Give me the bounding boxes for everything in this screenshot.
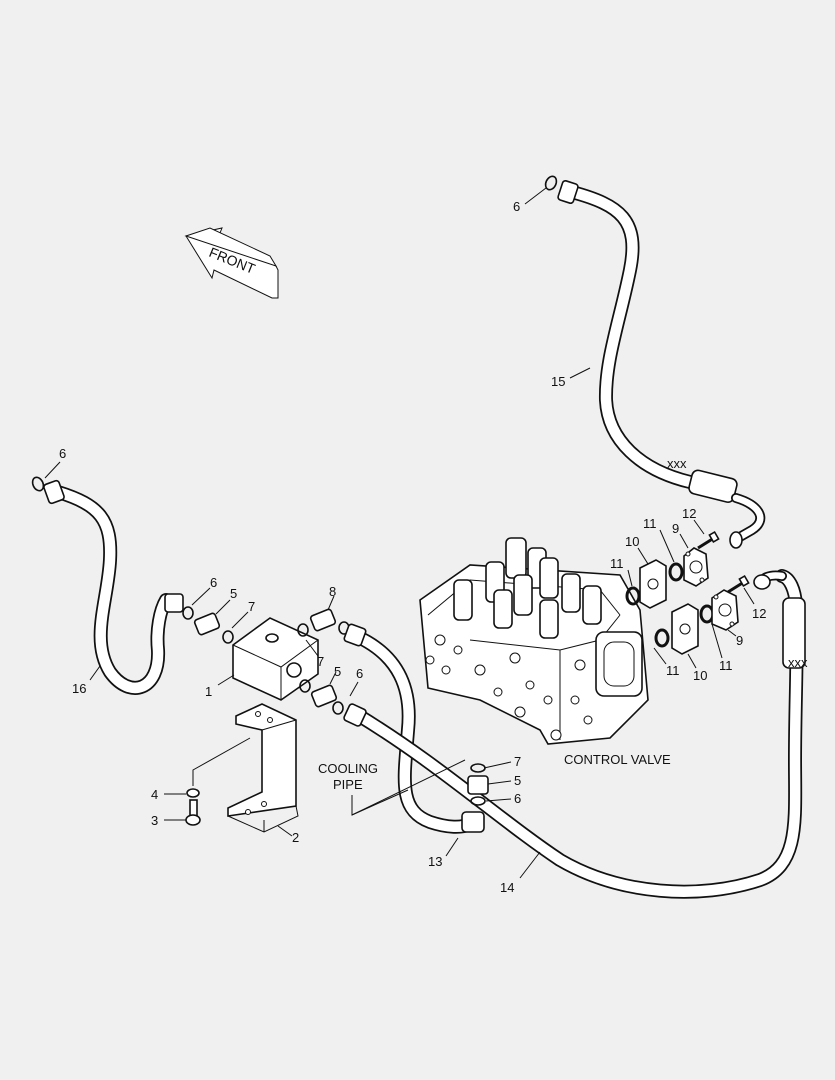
o-ring: [654, 628, 670, 648]
callout-5: 5: [334, 664, 341, 679]
front-arrow: FRONT: [184, 227, 279, 299]
hose-13: [343, 623, 485, 834]
callout-1: 1: [205, 684, 212, 699]
bolt-3: [185, 799, 201, 826]
callout-12: 12: [682, 506, 696, 521]
callout-6: 6: [514, 791, 521, 806]
split-flange-9: [683, 547, 709, 587]
callout-5: 5: [230, 586, 237, 601]
hose-15: xxx: [557, 179, 766, 549]
callout-10: 10: [693, 668, 707, 683]
cooling-pipe-label-line2: PIPE: [333, 777, 363, 792]
callout-13: 13: [428, 854, 442, 869]
svg-text:xxx: xxx: [788, 655, 808, 670]
callout-2: 2: [292, 830, 299, 845]
control-valve-label: CONTROL VALVE: [564, 752, 671, 767]
o-ring: [222, 630, 234, 644]
o-ring: [470, 796, 486, 806]
callout-14: 14: [500, 880, 514, 895]
callout-6: 6: [356, 666, 363, 681]
callout-3: 3: [151, 813, 158, 828]
callout-6: 6: [513, 199, 520, 214]
callout-10: 10: [625, 534, 639, 549]
callout-8: 8: [329, 584, 336, 599]
callout-7: 7: [514, 754, 521, 769]
washer-4: [186, 788, 200, 798]
cooling-pipe-label-line1: COOLING: [318, 761, 378, 776]
callout-7: 7: [248, 599, 255, 614]
callout-12: 12: [752, 606, 766, 621]
bolt-12: [697, 530, 720, 550]
callout-11: 11: [719, 658, 733, 673]
o-ring: [332, 701, 344, 715]
callout-4: 4: [151, 787, 158, 802]
o-ring: [31, 476, 45, 492]
adapter: [467, 775, 489, 795]
control-valve: [419, 537, 649, 745]
hose-14: xxx: [343, 569, 808, 899]
callout-15: 15: [551, 374, 565, 389]
callout-7: 7: [317, 654, 324, 669]
split-flange-9: [711, 589, 739, 631]
o-ring: [544, 175, 558, 191]
adapter: [193, 612, 221, 636]
o-ring: [470, 763, 486, 773]
bolt-12: [727, 574, 750, 594]
callout-11: 11: [610, 556, 624, 571]
callout-11: 11: [643, 516, 657, 531]
bracket-2: [227, 703, 299, 833]
o-ring: [299, 679, 311, 693]
hose-16: [43, 479, 184, 695]
o-ring: [182, 606, 194, 620]
manifold-block-1: [232, 617, 319, 701]
callout-6: 6: [210, 575, 217, 590]
o-ring: [297, 623, 309, 637]
adapter: [310, 684, 338, 708]
o-ring: [625, 586, 641, 606]
callout-16: 16: [72, 681, 86, 696]
o-ring: [668, 562, 684, 582]
callout-6: 6: [59, 446, 66, 461]
elbow-fitting: [309, 608, 337, 632]
callout-9: 9: [672, 521, 679, 536]
callout-5: 5: [514, 773, 521, 788]
callout-9: 9: [736, 633, 743, 648]
svg-text:xxx: xxx: [667, 456, 687, 471]
callout-11: 11: [666, 663, 680, 678]
